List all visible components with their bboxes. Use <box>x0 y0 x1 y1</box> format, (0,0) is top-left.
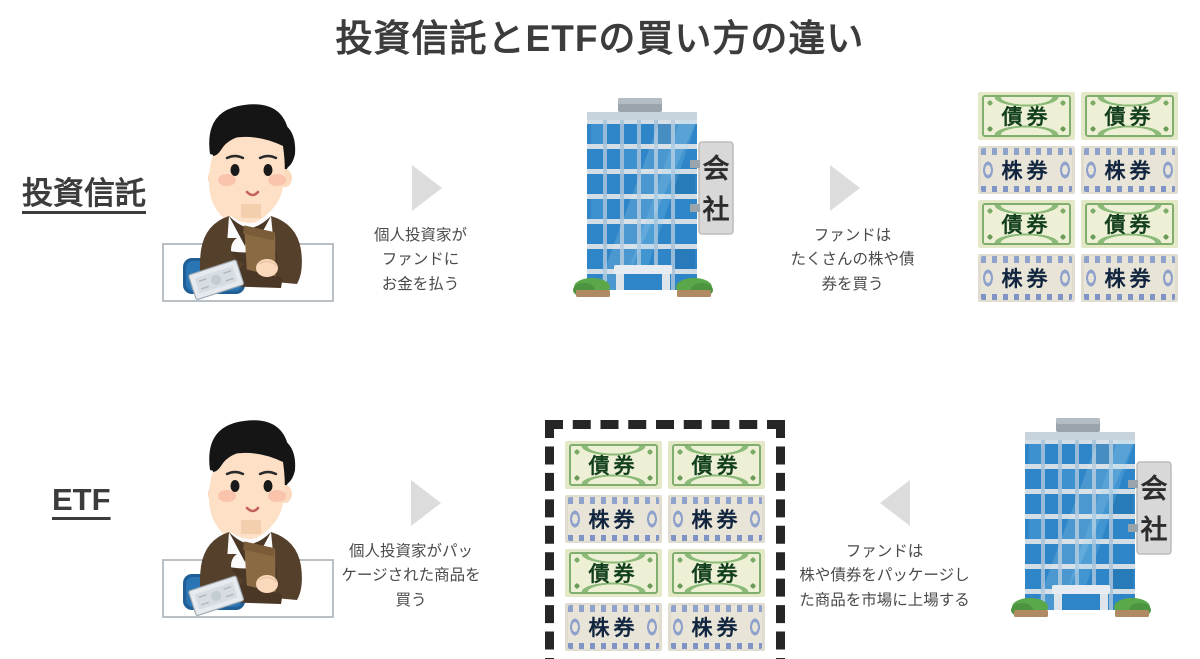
certificate-label: 債券 <box>1104 106 1155 129</box>
certificate-stock: 株券 <box>978 146 1075 194</box>
person-paying-illustration-row1 <box>155 92 345 307</box>
arrow-right-icon-2 <box>830 165 860 211</box>
arrow-left-icon-4 <box>880 480 910 526</box>
certificate-bond: 債券 <box>1081 200 1178 248</box>
certificate-stock: 株券 <box>1081 146 1178 194</box>
certificate-bond: 債券 <box>978 200 1075 248</box>
certificate-label: 債券 <box>691 455 742 478</box>
office-building-icon: 会 社 <box>573 98 734 297</box>
certificate-stock: 株券 <box>1081 254 1178 302</box>
svg-text:会: 会 <box>703 154 730 185</box>
office-building-icon: 会 社 <box>1011 418 1172 617</box>
certificate-label: 株券 <box>1001 160 1052 183</box>
office-building-illustration-row2: 会 社 <box>1000 412 1185 627</box>
certificate-label: 株券 <box>691 509 742 532</box>
certificate-label: 債券 <box>691 563 742 586</box>
svg-text:社: 社 <box>1141 514 1168 546</box>
caption-fund-buys-securities: ファンドは たくさんの株や債 券を買う <box>790 227 915 293</box>
certificate-label: 株券 <box>1104 268 1155 291</box>
certificate-label: 債券 <box>1001 106 1052 129</box>
person-paying-illustration-row2 <box>155 408 345 623</box>
certificate-label: 債券 <box>1001 214 1052 237</box>
person-paying-icon <box>162 104 334 302</box>
svg-text:会: 会 <box>1141 474 1168 505</box>
svg-text:社: 社 <box>703 194 730 226</box>
certificate-bond: 債券 <box>978 92 1075 140</box>
certificate-stock: 株券 <box>668 495 765 543</box>
certificate-bond: 債券 <box>565 441 662 489</box>
row-label-etf: ETF <box>52 482 111 517</box>
certificate-stock: 株券 <box>565 495 662 543</box>
certificate-bond: 債券 <box>668 549 765 597</box>
certificate-bond: 債券 <box>1081 92 1178 140</box>
certificate-label: 株券 <box>691 617 742 640</box>
certificate-bond: 債券 <box>668 441 765 489</box>
certificate-stock: 株券 <box>668 603 765 651</box>
certificate-label: 株券 <box>1104 160 1155 183</box>
person-paying-icon <box>162 420 334 618</box>
certificate-label: 株券 <box>588 617 639 640</box>
caption-fund-lists-package: ファンドは 株や債券をパッケージし た商品を市場に上場する <box>799 543 970 609</box>
arrow-right-icon-1 <box>412 165 442 211</box>
caption-investor-pays-fund: 個人投資家が ファンドに お金を払う <box>373 227 467 293</box>
certificate-label: 債券 <box>588 455 639 478</box>
securities-package: 債券 債券 株券 株券 債券 債券 株券 株券 <box>545 420 785 659</box>
page-title: 投資信託とETFの買い方の違い <box>335 18 865 59</box>
row-label-toushin: 投資信託 <box>22 176 146 211</box>
arrow-right-icon-3 <box>411 480 441 526</box>
certificate-stock: 株券 <box>565 603 662 651</box>
certificate-label: 株券 <box>588 509 639 532</box>
certificate-stock: 株券 <box>978 254 1075 302</box>
caption-investor-buys-package: 個人投資家がパッ ケージされた商品を 買う <box>341 543 481 609</box>
certificate-label: 株券 <box>1001 268 1052 291</box>
office-building-illustration-row1: 会 社 <box>562 92 747 307</box>
certificate-label: 債券 <box>588 563 639 586</box>
securities-grid-row1: 債券 債券 株券 株券 債券 債券 株券 株券 <box>978 92 1178 306</box>
certificate-label: 債券 <box>1104 214 1155 237</box>
certificate-bond: 債券 <box>565 549 662 597</box>
